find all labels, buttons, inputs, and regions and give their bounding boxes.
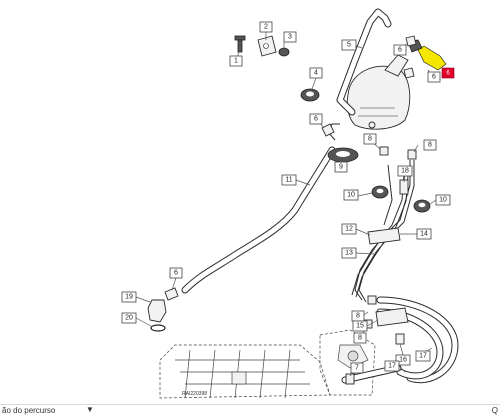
callout-8c: 8: [351, 310, 365, 322]
svg-text:6: 6: [314, 116, 318, 123]
svg-text:11: 11: [285, 177, 292, 184]
callout-8a: 8: [363, 133, 377, 145]
svg-text:8: 8: [428, 142, 432, 149]
callout-7: 7: [350, 362, 364, 374]
diagram-reference-code: RAI220398: [182, 391, 208, 397]
svg-text:5: 5: [347, 42, 351, 49]
svg-text:6: 6: [398, 47, 402, 54]
callout-10a: 10: [343, 189, 359, 201]
callout-16: 16: [395, 354, 411, 366]
callout-1: 1: [229, 55, 243, 67]
svg-text:8: 8: [356, 313, 360, 320]
fitting-18: [399, 179, 409, 195]
svg-text:17: 17: [388, 363, 396, 370]
bolt-part: [234, 35, 246, 53]
lower-right-housing: [319, 329, 376, 396]
fitting-8b: [407, 149, 417, 160]
svg-text:9: 9: [339, 164, 343, 171]
svg-text:4: 4: [314, 70, 318, 77]
hydraulic-reservoir: [346, 54, 411, 130]
fitting-8a: [379, 146, 389, 156]
callout-6b: 6: [393, 44, 407, 56]
callout-2: 2: [259, 21, 273, 33]
callout-4: 4: [309, 67, 323, 79]
svg-text:14: 14: [420, 231, 428, 238]
callout-15: 15: [352, 320, 368, 332]
svg-text:2: 2: [264, 24, 268, 31]
svg-text:12: 12: [345, 226, 353, 233]
svg-text:8: 8: [368, 136, 372, 143]
chevron-down-icon[interactable]: ▼: [86, 405, 94, 414]
svg-text:15: 15: [356, 323, 364, 330]
callout-17a: 17: [415, 350, 431, 362]
grommet-10b: [413, 199, 431, 213]
clamp-6d: [164, 287, 179, 301]
highlighted-filler-cap: [407, 39, 447, 71]
red-marker: 6: [441, 67, 455, 79]
callout-6a: 6: [309, 113, 323, 125]
callout-9: 9: [334, 161, 348, 173]
fitting-16: [395, 333, 405, 345]
clamp-12: [367, 227, 401, 245]
svg-text:10: 10: [439, 197, 447, 204]
route-description-text: ão do percurso: [2, 406, 56, 415]
callout-6c: 6: [427, 71, 441, 83]
callout-19: 19: [121, 291, 137, 303]
callout-3: 3: [283, 31, 297, 43]
clamp-6b: [405, 35, 417, 47]
parts-diagram: 6: [121, 8, 459, 399]
main-suction-hose: [181, 146, 336, 294]
clamp-15: [375, 307, 409, 327]
svg-text:10: 10: [347, 192, 355, 199]
vent-hose: [336, 8, 392, 116]
callout-18: 18: [397, 165, 413, 177]
callout-13: 13: [341, 247, 357, 259]
callout-14: 14: [416, 228, 432, 240]
bracket-part: [257, 35, 277, 57]
callout-10b: 10: [435, 194, 451, 206]
callout-5: 5: [341, 39, 357, 51]
clamp-6c: [403, 67, 415, 79]
svg-text:18: 18: [401, 168, 409, 175]
svg-text:6: 6: [432, 74, 436, 81]
o-ring-20: [150, 324, 166, 332]
grommet-part: [278, 47, 290, 57]
callout-6d: 6: [169, 267, 183, 279]
svg-text:16: 16: [399, 357, 407, 364]
clamp-6a: [321, 123, 335, 137]
grommet-10a: [371, 185, 389, 199]
elbow-fitting-19: [147, 299, 167, 323]
svg-text:6: 6: [174, 270, 178, 277]
callout-8d: 8: [353, 332, 367, 344]
svg-text:7: 7: [355, 365, 359, 372]
callout-11: 11: [281, 174, 297, 186]
fitting-7: [345, 373, 355, 385]
svg-text:6: 6: [446, 71, 450, 77]
callout-8b: 8: [423, 139, 437, 151]
svg-text:17: 17: [419, 353, 427, 360]
rubber-grommet-4: [300, 88, 320, 102]
fitting-8c: [367, 295, 377, 305]
svg-text:3: 3: [288, 34, 292, 41]
callout-17b: 17: [384, 360, 400, 372]
svg-text:20: 20: [125, 315, 133, 322]
bottom-navigation-bar: ão do percurso ▼ Q: [0, 404, 500, 417]
svg-text:1: 1: [234, 58, 238, 65]
grommet-9: [327, 147, 359, 163]
callout-12: 12: [341, 223, 357, 235]
svg-text:13: 13: [345, 250, 353, 257]
callout-20: 20: [121, 312, 137, 324]
svg-text:8: 8: [358, 335, 362, 342]
svg-text:19: 19: [125, 294, 133, 301]
search-icon[interactable]: Q: [491, 406, 498, 415]
